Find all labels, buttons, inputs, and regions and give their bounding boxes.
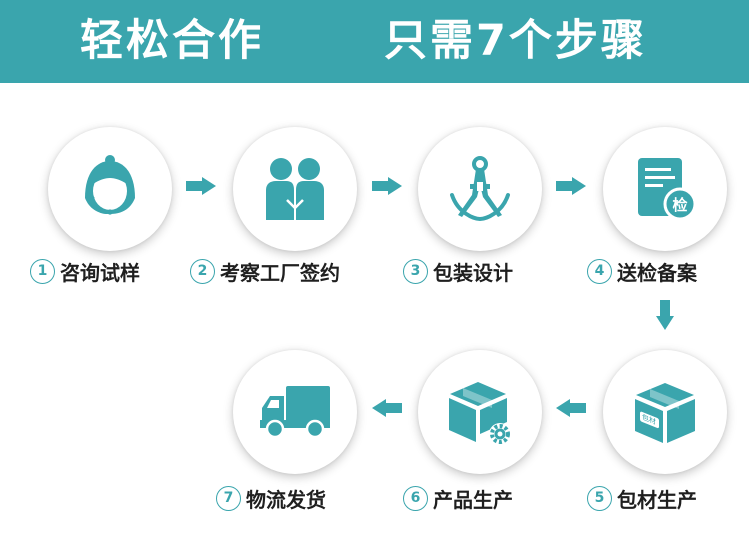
step-3-text: 包装设计: [433, 260, 513, 285]
step-2-circle: [233, 127, 357, 251]
step-4-number: 4: [587, 258, 612, 284]
arrow-right-icon: [372, 177, 402, 195]
step-1-number: 1: [30, 258, 55, 284]
step-3-label: 3 包装设计: [403, 254, 513, 288]
step-7-number: 7: [216, 485, 241, 511]
arrow-right-icon: [556, 177, 586, 195]
step-4-circle: 检: [603, 127, 727, 251]
step-1-circle: [48, 127, 172, 251]
step-6-number: 6: [403, 485, 428, 511]
arrow-left-icon: [372, 399, 402, 417]
arrow-left-icon: [556, 399, 586, 417]
step-6-label: 6 产品生产: [403, 481, 513, 515]
title-banner: 轻松合作 只需7个步骤: [0, 0, 749, 83]
drafting-compass-icon: [450, 156, 510, 222]
step-2-text: 考察工厂签约: [220, 260, 340, 285]
delivery-truck-icon: [260, 386, 330, 439]
box-with-gear-icon: [449, 382, 511, 445]
step-2-label: 2 考察工厂签约: [190, 254, 340, 288]
step-1-text: 咨询试样: [60, 260, 140, 285]
step-4-text: 送检备案: [617, 260, 697, 285]
banner-title-left: 轻松合作: [80, 16, 264, 66]
inspection-document-icon: 检: [638, 158, 697, 221]
step-5-label: 5 包材生产: [587, 481, 697, 515]
step-7-text: 物流发货: [246, 487, 326, 512]
step-6-text: 产品生产: [433, 487, 513, 512]
step-5-text: 包材生产: [617, 487, 697, 512]
arrow-right-icon: [186, 177, 216, 195]
customer-service-headset-icon: [85, 155, 135, 215]
material-box-icon: 包材: [635, 383, 695, 443]
step-1-label: 1 咨询试样: [30, 254, 140, 288]
step-7-circle: [233, 350, 357, 474]
step-2-number: 2: [190, 258, 215, 284]
step-7-label: 7 物流发货: [216, 481, 326, 515]
inspection-badge-text: 检: [672, 196, 687, 214]
step-3-circle: [418, 127, 542, 251]
step-5-number: 5: [587, 485, 612, 511]
step-3-number: 3: [403, 258, 428, 284]
banner-title-right: 只需7个步骤: [384, 16, 647, 66]
step-6-circle: [418, 350, 542, 474]
step-4-label: 4 送检备案: [587, 254, 697, 288]
arrow-down-icon: [656, 300, 674, 330]
step-5-circle: 包材: [603, 350, 727, 474]
handshake-people-icon: [266, 158, 324, 220]
